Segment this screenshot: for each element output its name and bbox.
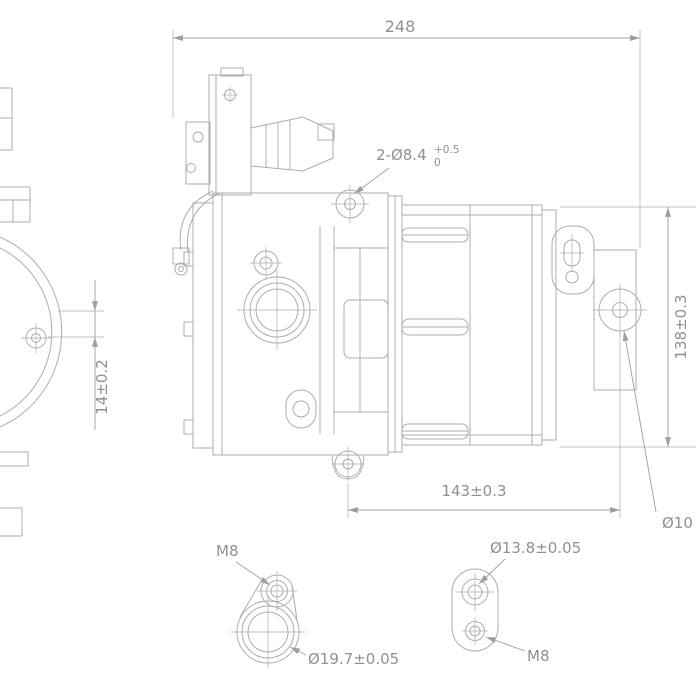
detail-left-boss: M8 Ø19.7±0.05 (216, 542, 399, 669)
callout-side-hole: Ø10 (622, 330, 693, 532)
end-view-bolt-hole (21, 323, 51, 353)
label-left-bore: Ø19.7±0.05 (289, 646, 399, 668)
dim-overall-width-label: 248 (385, 17, 416, 36)
mounting-hole-top (331, 185, 369, 223)
motor-body (401, 204, 557, 446)
dimension-mount-spacing: 143±0.3 (347, 336, 621, 518)
dimension-height: 138±0.3 (560, 206, 696, 448)
callout-side-hole-label: Ø10 (662, 514, 693, 532)
label-right-thread: M8 (485, 636, 550, 665)
left-thread-text: M8 (216, 542, 239, 560)
lower-boss (285, 389, 317, 429)
callout-mounting-holes: 2-Ø8.4 +0.5 0 (353, 144, 460, 195)
callout-tolerance-upper: +0.5 (434, 144, 460, 156)
right-thread-text: M8 (527, 647, 550, 665)
label-right-bore: Ø13.8±0.05 (478, 539, 581, 585)
main-side-view (172, 67, 647, 481)
end-view-bottom-tab (0, 451, 29, 537)
dimension-overall-width: 248 (172, 17, 641, 248)
right-mount-lug (551, 225, 595, 295)
left-bore-text: Ø19.7±0.05 (308, 650, 399, 668)
connector-screw (222, 87, 238, 103)
dim-height-label: 138±0.3 (672, 294, 690, 359)
label-left-thread: M8 (216, 542, 271, 586)
mounting-hole-bottom (331, 447, 365, 481)
connector-plug (250, 116, 335, 172)
mid-ring (387, 195, 403, 453)
right-bracket (593, 249, 647, 391)
dimension-hole-offset: 14±0.2 (48, 280, 111, 430)
pump-housing (212, 192, 389, 456)
dim-hole-offset-label: 14±0.2 (93, 359, 111, 415)
connector-assembly (172, 67, 335, 276)
left-end-view (0, 87, 63, 537)
callout-mounting-holes-label: 2-Ø8.4 (376, 146, 427, 164)
port-boss (237, 247, 317, 350)
mount-plate (183, 202, 214, 449)
connector-wire (172, 190, 221, 276)
right-bore-text: Ø13.8±0.05 (490, 539, 581, 557)
callout-tolerance-lower: 0 (434, 157, 441, 169)
detail-right-boss: Ø13.8±0.05 M8 (451, 539, 581, 665)
end-view-top-tab (0, 87, 31, 223)
dim-mount-spacing-label: 143±0.3 (441, 482, 506, 500)
